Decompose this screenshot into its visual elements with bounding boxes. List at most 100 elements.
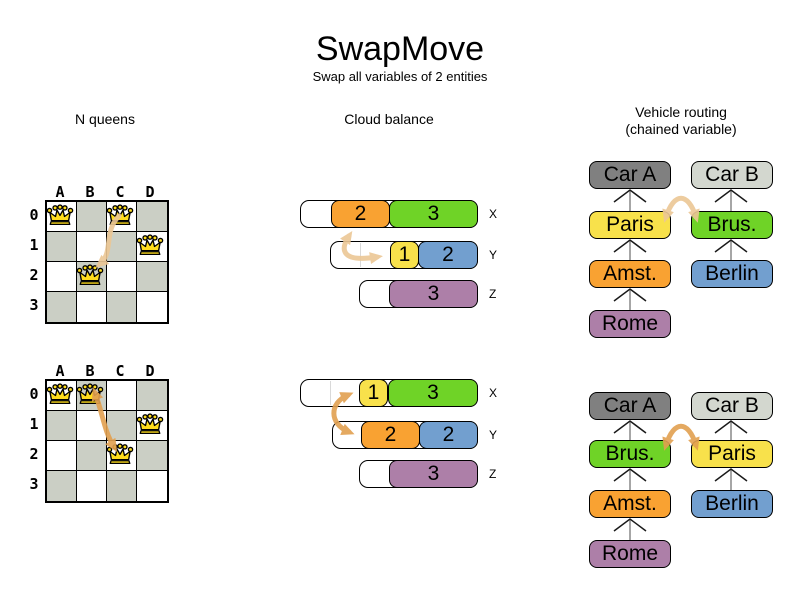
process-value: 1	[367, 381, 380, 404]
col-label: B	[85, 362, 95, 380]
board-cell	[47, 471, 77, 501]
board-cell	[107, 441, 137, 471]
vehicle-box-brussels: Brus.	[589, 440, 671, 468]
process-block-green: 3	[389, 200, 478, 228]
process-value: 2	[384, 423, 397, 446]
board-cell	[77, 471, 107, 501]
vehicle-box-car-a: Car A	[589, 161, 671, 189]
board-cell	[77, 262, 107, 292]
col-label: C	[115, 362, 125, 380]
col-label: A	[55, 362, 65, 380]
board-cell	[137, 411, 167, 441]
row-label: 3	[29, 475, 39, 493]
nqueens-board-before	[45, 200, 169, 324]
col-label: B	[85, 183, 95, 201]
process-block-yellow: 1	[359, 379, 388, 407]
board-cell	[137, 471, 167, 501]
vehicle-box-car-b: Car B	[691, 392, 773, 420]
chain-connector	[613, 288, 647, 310]
chain-connector	[613, 420, 647, 440]
col-label: A	[55, 183, 65, 201]
board-cell	[47, 381, 77, 411]
row-label: 2	[29, 445, 39, 463]
board-cell	[107, 471, 137, 501]
chain-connector	[714, 420, 748, 440]
process-block-blue: 2	[419, 421, 478, 449]
board-cell	[77, 292, 107, 322]
vehicle-box-car-b: Car B	[691, 161, 773, 189]
board-cell	[137, 232, 167, 262]
vehicle-box-rome: Rome	[589, 540, 671, 568]
section-heading-vehicle: Vehicle routing (chained variable)	[589, 104, 773, 138]
process-value: 3	[427, 381, 439, 404]
chain-connector	[714, 189, 748, 211]
row-label: 0	[29, 206, 39, 224]
chain-connector	[714, 468, 748, 490]
row-label: 2	[29, 266, 39, 284]
board-cell	[77, 232, 107, 262]
process-value: 3	[427, 282, 440, 305]
row-label: 3	[29, 296, 39, 314]
process-block-yellow: 1	[390, 241, 419, 269]
vehicle-box-berlin: Berlin	[691, 490, 773, 518]
col-label: D	[145, 362, 155, 380]
board-cell	[137, 381, 167, 411]
section-heading-cloud: Cloud balance	[344, 111, 434, 127]
board-cell	[47, 411, 77, 441]
process-value: 3	[427, 462, 440, 485]
computer-label-x: X	[489, 386, 498, 400]
row-label: 0	[29, 385, 39, 403]
board-cell	[107, 202, 137, 232]
section-heading-nqueens: N queens	[75, 111, 135, 127]
capacity-tick	[360, 243, 361, 267]
process-block-purple: 3	[389, 460, 478, 488]
process-value: 2	[354, 202, 367, 225]
vehicle-box-car-a: Car A	[589, 392, 671, 420]
process-value: 1	[398, 243, 411, 266]
computer-label-z: Z	[489, 287, 497, 301]
vehicle-box-rome: Rome	[589, 310, 671, 338]
board-cell	[47, 292, 77, 322]
process-value: 2	[442, 243, 454, 266]
capacity-tick	[330, 381, 331, 405]
vehicle-box-paris: Paris	[589, 211, 671, 239]
computer-label-y: Y	[489, 428, 498, 442]
page-title: SwapMove	[315, 30, 485, 68]
nqueens-board-after	[45, 379, 169, 503]
board-cell	[47, 202, 77, 232]
row-label: 1	[29, 415, 39, 433]
chain-connector	[613, 239, 647, 260]
process-block-blue: 2	[418, 241, 478, 269]
col-label: D	[145, 183, 155, 201]
process-block-orange: 2	[331, 200, 390, 228]
vehicle-heading-line2: (chained variable)	[625, 121, 737, 137]
board-cell	[137, 441, 167, 471]
board-cell	[137, 292, 167, 322]
vehicle-box-amsterdam: Amst.	[589, 490, 671, 518]
board-cell	[47, 441, 77, 471]
board-cell	[107, 381, 137, 411]
board-cell	[47, 262, 77, 292]
computer-label-y: Y	[489, 248, 498, 262]
vehicle-box-berlin: Berlin	[691, 260, 773, 288]
board-cell	[137, 262, 167, 292]
page-subtitle: Swap all variables of 2 entities	[312, 69, 488, 84]
computer-label-z: Z	[489, 467, 497, 481]
board-cell	[107, 411, 137, 441]
board-cell	[107, 292, 137, 322]
row-label: 1	[29, 236, 39, 254]
col-label: C	[115, 183, 125, 201]
process-value: 2	[442, 423, 455, 446]
board-cell	[77, 381, 107, 411]
chain-connector	[714, 239, 748, 260]
swap-arrow-vehicle-after	[662, 423, 700, 451]
vehicle-box-paris: Paris	[691, 440, 773, 468]
board-cell	[77, 441, 107, 471]
board-cell	[107, 232, 137, 262]
process-block-orange: 2	[361, 421, 420, 449]
board-cell	[137, 202, 167, 232]
chain-connector	[613, 468, 647, 490]
board-cell	[77, 202, 107, 232]
chain-connector	[613, 189, 647, 211]
